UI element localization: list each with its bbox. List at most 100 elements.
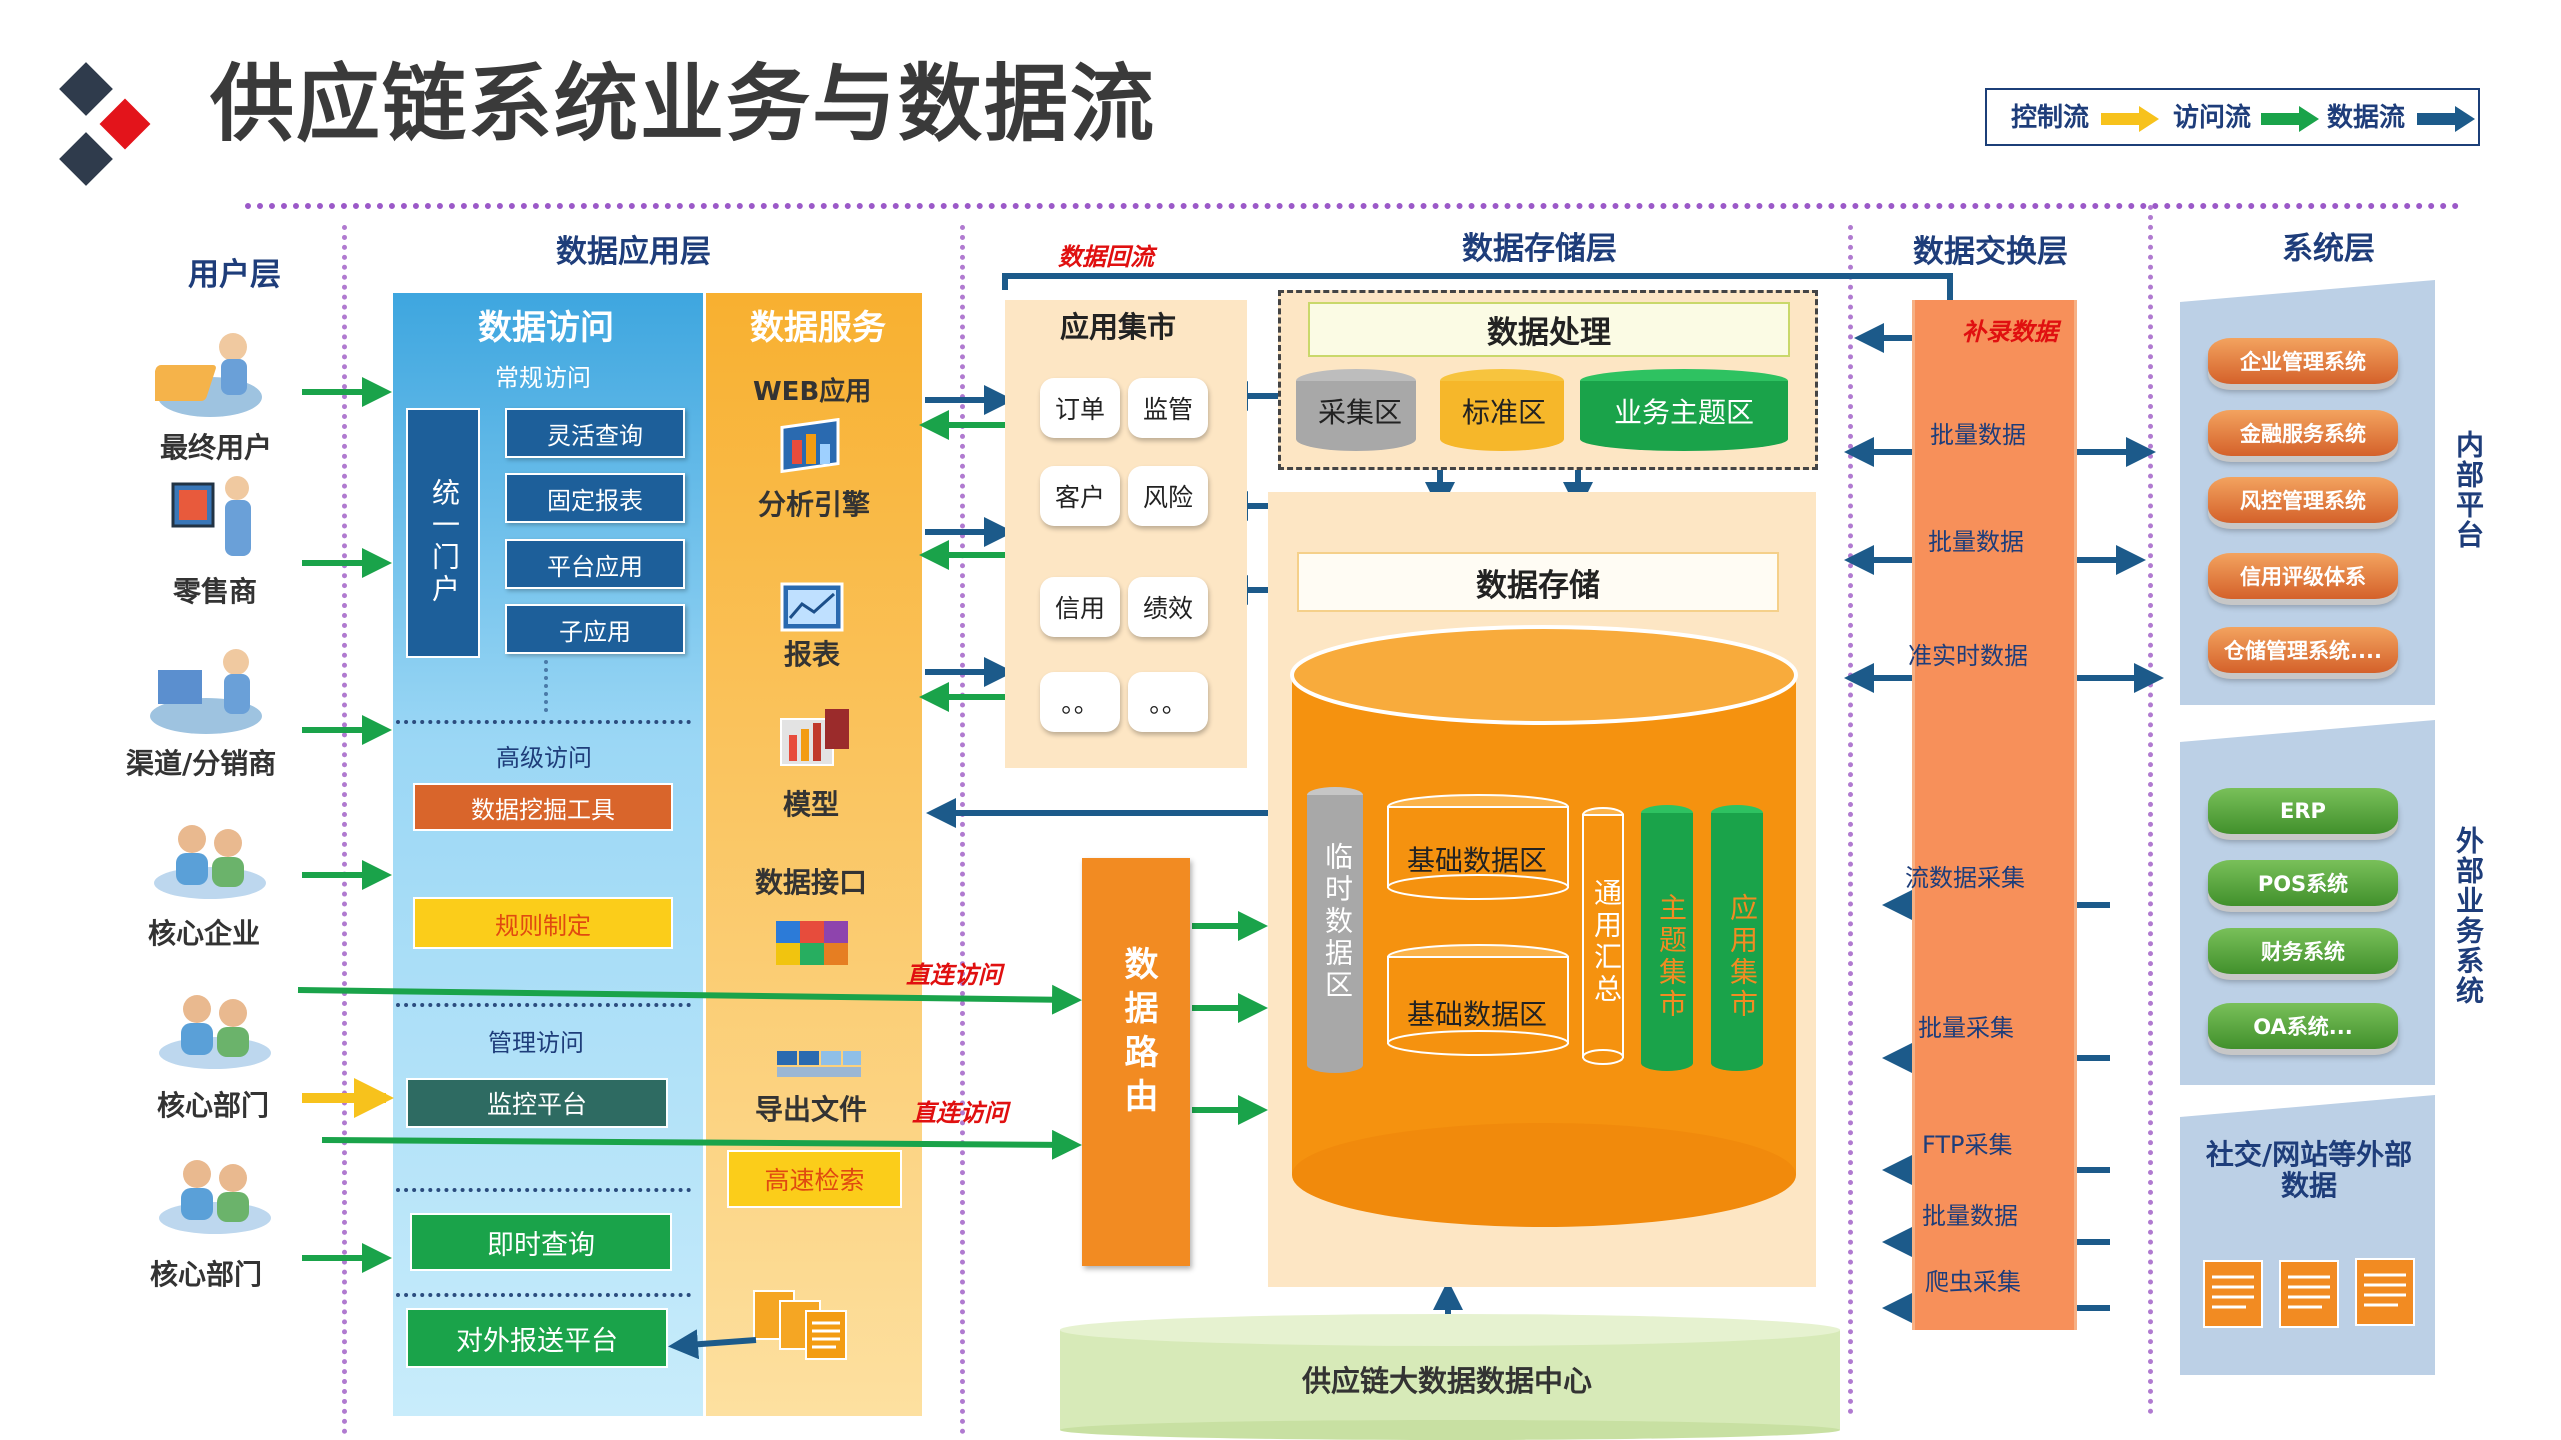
- data-interface-label: 数据接口: [755, 866, 868, 899]
- user-icon-channel: [148, 640, 268, 744]
- monitor-platform-button[interactable]: 监控平台: [406, 1078, 668, 1128]
- user-icon-retailer: [165, 470, 265, 574]
- system-warehouse-mgmt[interactable]: 仓储管理系统....: [2208, 627, 2398, 673]
- management-access-label: 管理访问: [488, 1029, 584, 1057]
- unified-portal[interactable]: [406, 408, 480, 658]
- datacenter-label: 供应链大数据数据中心: [1302, 1364, 1593, 1398]
- export-file-label: 导出文件: [755, 1093, 868, 1126]
- temp-data-zone-label: 临时数据区: [1321, 842, 1354, 1002]
- social-data-label: 社交/网站等外部数据: [2205, 1138, 2413, 1202]
- mart-item-performance[interactable]: 绩效: [1128, 577, 1208, 637]
- layer-title-system: 系统层: [2282, 231, 2375, 267]
- user-label-core-dept-1: 核心部门: [157, 1089, 270, 1122]
- collection-zone-label: 采集区: [1318, 396, 1403, 429]
- base-data-zone-1-label: 基础数据区: [1407, 844, 1548, 877]
- legend: 控制流 访问流 数据流: [1985, 88, 2480, 146]
- general-summary-label: 通用汇总: [1590, 878, 1623, 1006]
- theme-mart-label: 主题集市: [1655, 893, 1688, 1021]
- system-enterprise-mgmt[interactable]: 企业管理系统: [2208, 338, 2398, 384]
- mart-item-more-1[interactable]: 。。: [1040, 672, 1120, 732]
- layer-title-exchange: 数据交换层: [1913, 234, 2068, 270]
- analysis-engine-label: 分析引擎: [758, 488, 871, 521]
- data-processing-title: 数据处理: [1308, 302, 1790, 357]
- legend-access-label: 访问流: [2173, 103, 2252, 133]
- layer-title-user: 用户层: [188, 257, 281, 293]
- mart-item-supervision[interactable]: 监管: [1128, 378, 1208, 438]
- system-finance[interactable]: 财务系统: [2208, 928, 2398, 974]
- exchange-label-crawler: 爬虫采集: [1925, 1268, 2021, 1296]
- base-data-zone-2-label: 基础数据区: [1407, 998, 1548, 1031]
- direct-access-label-1: 直连访问: [906, 961, 1002, 989]
- access-divider-1: [396, 720, 691, 724]
- data-service-panel: [706, 293, 922, 1416]
- report-label: 报表: [784, 638, 841, 671]
- divider-app-storage: [960, 225, 965, 1435]
- data-interface-icon: [772, 913, 856, 977]
- user-icon-core-dept-1: [155, 985, 275, 1079]
- unified-portal-label: 统一门户: [428, 478, 461, 606]
- user-icon-end-user: [146, 325, 265, 424]
- system-erp[interactable]: ERP: [2208, 788, 2398, 834]
- mart-item-credit[interactable]: 信用: [1040, 577, 1120, 637]
- logo: [55, 58, 155, 188]
- document-stack-icon: [750, 1285, 870, 1369]
- system-financial-service[interactable]: 金融服务系统: [2208, 410, 2398, 456]
- external-report-button[interactable]: 对外报送平台: [406, 1308, 668, 1368]
- platform-app-button[interactable]: 平台应用: [505, 539, 685, 589]
- analysis-engine-icon: [778, 417, 848, 482]
- exchange-label-batch-collect: 批量采集: [1918, 1014, 2014, 1042]
- business-theme-zone-label: 业务主题区: [1614, 396, 1755, 429]
- data-service-title: 数据服务: [750, 308, 886, 348]
- data-mining-button[interactable]: 数据挖掘工具: [413, 783, 673, 831]
- app-mart-title: 应用集市: [1060, 310, 1177, 344]
- flexible-query-button[interactable]: 灵活查询: [505, 408, 685, 458]
- system-oa[interactable]: OA系统...: [2208, 1003, 2398, 1049]
- web-app-label: WEB应用: [753, 377, 872, 407]
- exchange-label-batch-3: 批量数据: [1922, 1202, 2018, 1230]
- user-label-end-user: 最终用户: [160, 431, 273, 464]
- high-speed-search-button[interactable]: 高速检索: [727, 1150, 902, 1208]
- sub-app-button[interactable]: 子应用: [505, 604, 685, 654]
- user-label-core-enterprise: 核心企业: [148, 917, 261, 950]
- system-risk-control[interactable]: 风控管理系统: [2208, 477, 2398, 523]
- report-icon: [778, 578, 848, 642]
- external-system-label: 外部业务系统: [2452, 826, 2485, 1006]
- blue-arrow-icon: [2417, 106, 2475, 132]
- user-label-core-dept-2: 核心部门: [150, 1258, 263, 1291]
- access-divider-2: [396, 1003, 691, 1007]
- standard-zone-label: 标准区: [1462, 396, 1547, 429]
- data-router: [1082, 858, 1190, 1266]
- mart-item-risk[interactable]: 风险: [1128, 466, 1208, 526]
- processing-zone-shapes: [1296, 369, 1788, 451]
- data-storage-title: 数据存储: [1297, 552, 1779, 612]
- storage-inner-shapes: [1307, 787, 1763, 1073]
- instant-query-button[interactable]: 即时查询: [410, 1213, 672, 1271]
- portal-dotted-connector: [544, 660, 548, 712]
- mart-item-customer[interactable]: 客户: [1040, 466, 1120, 526]
- data-access-title: 数据访问: [478, 308, 614, 348]
- system-pos[interactable]: POS系统: [2208, 860, 2398, 906]
- rule-setting-button[interactable]: 规则制定: [413, 897, 673, 949]
- mart-item-more-2[interactable]: 。。: [1128, 672, 1208, 732]
- legend-control-label: 控制流: [2011, 103, 2090, 133]
- exchange-label-stream: 流数据采集: [1905, 864, 2025, 892]
- divider-exchange-system: [2148, 205, 2153, 1415]
- top-divider: [245, 203, 2460, 209]
- exchange-label-ftp: FTP采集: [1922, 1131, 2013, 1159]
- exchange-label-batch-1: 批量数据: [1930, 421, 2026, 449]
- model-label: 模型: [783, 788, 840, 821]
- exchange-label-batch-2: 批量数据: [1928, 528, 2024, 556]
- advanced-access-label: 高级访问: [496, 744, 592, 772]
- system-credit-rating[interactable]: 信用评级体系: [2208, 553, 2398, 599]
- exchange-panel: [1912, 300, 2077, 1330]
- supplement-data-label: 补录数据: [1962, 318, 2058, 346]
- access-divider-4: [396, 1293, 691, 1297]
- user-label-channel: 渠道/分销商: [126, 747, 277, 780]
- mart-item-order[interactable]: 订单: [1040, 378, 1120, 438]
- storage-app-mart-label: 应用集市: [1726, 893, 1759, 1021]
- model-icon: [775, 703, 855, 777]
- direct-access-label-2: 直连访问: [912, 1099, 1008, 1127]
- fixed-report-button[interactable]: 固定报表: [505, 473, 685, 523]
- divider-user-app: [342, 225, 347, 1435]
- layer-title-storage: 数据存储层: [1462, 231, 1617, 267]
